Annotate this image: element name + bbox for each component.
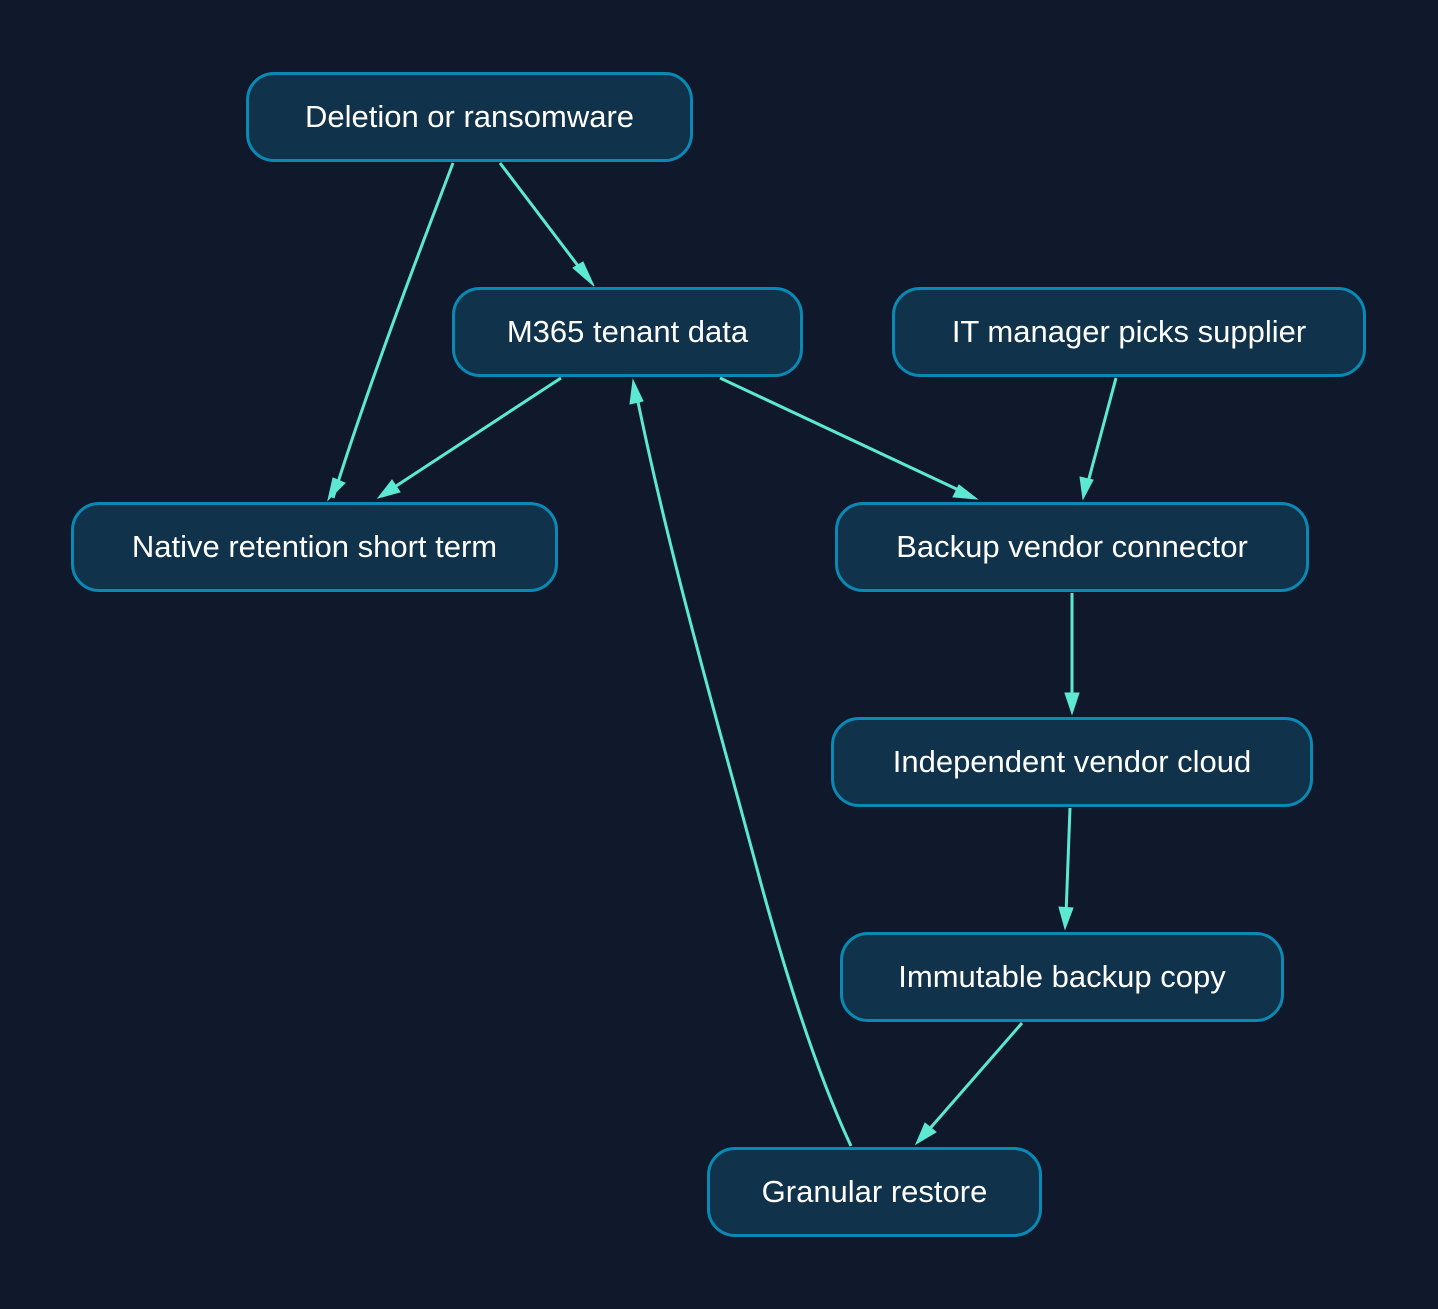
- node-immutable-backup-copy: Immutable backup copy: [840, 932, 1284, 1022]
- node-native-retention-short-term: Native retention short term: [71, 502, 558, 592]
- edge-deletion-to-native: [331, 162, 455, 499]
- node-m365-tenant-data: M365 tenant data: [452, 287, 803, 377]
- edge-m365-to-native: [389, 376, 562, 492]
- edge-cloud-to-immutable: [1064, 807, 1072, 916]
- node-label: IT manager picks supplier: [951, 314, 1307, 349]
- edge-deletion-to-m365: [498, 162, 587, 276]
- node-label: Backup vendor connector: [896, 529, 1248, 564]
- node-backup-vendor-connector: Backup vendor connector: [835, 502, 1309, 592]
- arrowhead-connector-from-m365: [952, 484, 979, 500]
- node-label: Immutable backup copy: [898, 959, 1226, 994]
- arrowhead-native-from-deletion: [327, 477, 346, 502]
- edge-m365-to-connector: [719, 376, 966, 495]
- arrowhead-m365-from-deletion: [572, 261, 595, 287]
- node-it-manager-picks-supplier: IT manager picks supplier: [892, 287, 1366, 377]
- arrowhead-native-from-m365: [376, 479, 401, 499]
- node-label: Granular restore: [761, 1174, 988, 1209]
- node-label: M365 tenant data: [506, 314, 749, 349]
- node-label: Deletion or ransomware: [304, 99, 635, 134]
- node-label: Native retention short term: [131, 529, 498, 564]
- edge-restore-to-m365: [634, 391, 853, 1147]
- edge-itmanager-to-connector: [1085, 377, 1118, 487]
- edge-immutable-to-restore: [924, 1022, 1024, 1134]
- node-granular-restore: Granular restore: [707, 1147, 1042, 1237]
- arrowhead-restore-from-immutable: [914, 1122, 937, 1146]
- arrowhead-cloud-from-connector: [1064, 692, 1080, 716]
- arrowhead-immutable-from-cloud: [1058, 906, 1074, 931]
- arrowhead-m365-from-restore: [629, 378, 644, 405]
- node-label: Independent vendor cloud: [892, 744, 1252, 779]
- arrowhead-connector-from-itmanager: [1079, 476, 1094, 501]
- node-deletion-or-ransomware: Deletion or ransomware: [246, 72, 693, 162]
- node-independent-vendor-cloud: Independent vendor cloud: [831, 717, 1313, 807]
